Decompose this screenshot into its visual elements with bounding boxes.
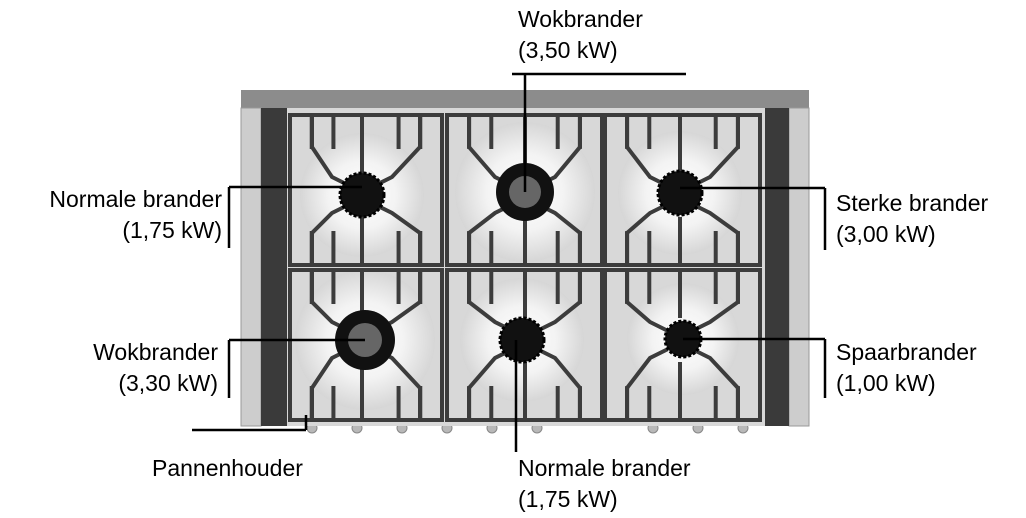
label-pan-holder-name: Pannenhouder: [152, 455, 303, 481]
grate-bar: [373, 202, 422, 263]
label-strong-right-name: Sterke brander: [836, 190, 989, 216]
label-saver-right: Spaarbrander (1,00 kW): [836, 337, 977, 399]
grate-bar: [625, 272, 669, 333]
grate-bar: [536, 347, 582, 418]
label-strong-right: Sterke brander (3,00 kW): [836, 188, 988, 250]
burner-normal-bottom: [498, 316, 546, 364]
leader-lines: [192, 72, 827, 452]
grate-bar: [536, 272, 582, 333]
label-wok-left: Wokbrander (3,30 kW): [93, 337, 218, 399]
grate-bar: [691, 272, 740, 333]
label-normal-bottom: Normale brander (1,75 kW): [518, 453, 691, 515]
label-wok-top-name: Wokbrander: [518, 6, 643, 32]
label-normal-bottom-power: (1,75 kW): [518, 486, 618, 512]
label-saver-right-power: (1,00 kW): [836, 370, 936, 396]
label-strong-right-power: (3,00 kW): [836, 221, 936, 247]
burner-strong-right: [656, 169, 704, 217]
label-wok-left-power: (3,30 kW): [118, 370, 218, 396]
cooktop-left-side: [240, 107, 262, 427]
label-normal-bottom-name: Normale brander: [518, 455, 691, 481]
grate-bar: [625, 117, 669, 188]
grate-bar: [467, 347, 514, 418]
grate-bar: [373, 117, 422, 188]
burner-normal-left: [338, 171, 386, 219]
grate-bar: [691, 117, 740, 188]
grate-bar: [310, 202, 351, 263]
grate-bar: [691, 202, 740, 263]
label-normal-left-name: Normale brander: [49, 186, 222, 212]
left-dark-strip: [261, 108, 287, 426]
label-saver-right-name: Spaarbrander: [836, 339, 977, 365]
label-pan-holder: Pannenhouder: [152, 453, 303, 484]
grate-bar: [691, 347, 740, 418]
label-wok-left-name: Wokbrander: [93, 339, 218, 365]
grate-bar: [625, 202, 669, 263]
right-dark-strip: [765, 108, 789, 426]
grate-bar: [625, 347, 669, 418]
cooktop-right-side: [788, 107, 810, 427]
label-normal-left: Normale brander (1,75 kW): [49, 184, 222, 246]
grate-bar: [310, 117, 351, 188]
label-normal-left-power: (1,75 kW): [122, 217, 222, 243]
grate-bar: [467, 272, 514, 333]
label-wok-top-power: (3,50 kW): [518, 37, 618, 63]
label-wok-top: Wokbrander (3,50 kW): [518, 4, 643, 66]
